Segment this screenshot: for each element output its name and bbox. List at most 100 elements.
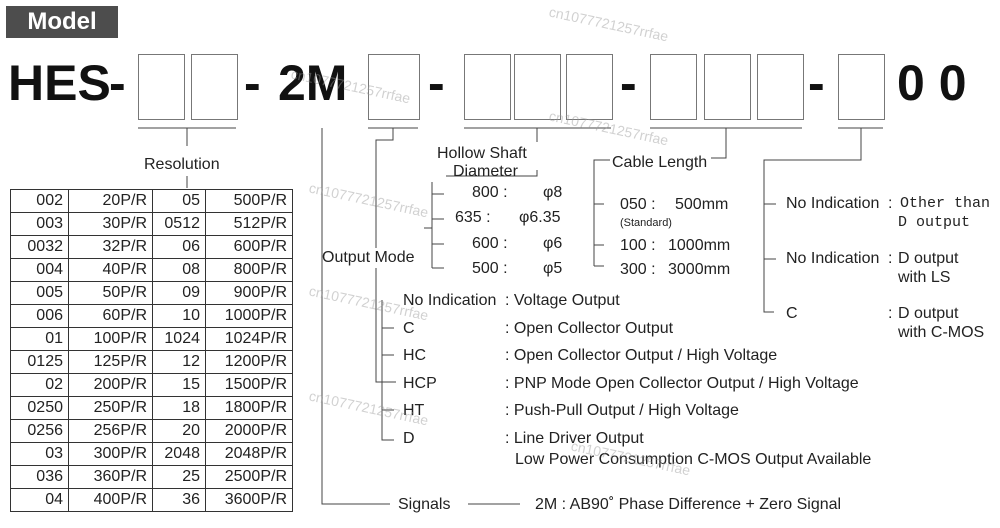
model-badge: Model xyxy=(6,6,118,38)
output-mode-desc: : Line Driver Output xyxy=(505,430,644,447)
resolution-code: 1024 xyxy=(152,327,206,351)
cable-length-title: Cable Length xyxy=(612,154,708,171)
output-mode-code: D xyxy=(403,430,415,447)
resolution-code: 005 xyxy=(10,281,69,305)
output-mode-desc: : Push-Pull Output / High Voltage xyxy=(505,402,739,419)
shaft-box-1 xyxy=(464,54,511,120)
code-dash-1: - xyxy=(109,55,126,111)
resolution-code: 09 xyxy=(152,281,206,305)
option-item-desc: with LS xyxy=(898,269,951,286)
output-mode-title: Output Mode xyxy=(322,249,415,266)
resolution-value: 40P/R xyxy=(68,258,153,282)
code-dash-2: - xyxy=(244,55,261,111)
resolution-code: 0256 xyxy=(10,419,69,443)
resolution-value: 3600P/R xyxy=(205,488,293,512)
option-item-sep: : xyxy=(888,250,893,267)
resolution-value: 800P/R xyxy=(205,258,293,282)
cable-item-code: 100 : xyxy=(620,237,656,254)
option-item-desc: D output xyxy=(898,305,959,322)
resolution-value: 60P/R xyxy=(68,304,153,328)
output-mode-note: Low Power Consumption C-MOS Output Avail… xyxy=(515,451,872,468)
resolution-value: 2048P/R xyxy=(205,442,293,466)
resolution-value: 50P/R xyxy=(68,281,153,305)
resolution-value: 32P/R xyxy=(68,235,153,259)
signal-code: 2M xyxy=(278,55,348,111)
option-item-desc: with C-MOS xyxy=(898,324,985,341)
shaft-box-3 xyxy=(566,54,613,120)
cable-item-value: 3000mm xyxy=(668,261,731,278)
resolution-code: 02 xyxy=(10,373,69,397)
resolution-code: 0125 xyxy=(10,350,69,374)
resolution-code: 004 xyxy=(10,258,69,282)
model-prefix: HES xyxy=(8,55,111,111)
resolution-value: 900P/R xyxy=(205,281,293,305)
resolution-value: 1500P/R xyxy=(205,373,293,397)
resolution-box-2 xyxy=(191,54,238,120)
cable-box-1 xyxy=(650,54,697,120)
resolution-value: 600P/R xyxy=(205,235,293,259)
resolution-code: 01 xyxy=(10,327,69,351)
output-mode-code: HCP xyxy=(403,375,437,392)
resolution-code: 05 xyxy=(152,189,206,213)
shaft-item-code: 800 : xyxy=(472,184,508,201)
resolution-value: 200P/R xyxy=(68,373,153,397)
resolution-code: 18 xyxy=(152,396,206,420)
option-item-sep: : xyxy=(888,195,893,212)
resolution-box-1 xyxy=(138,54,185,120)
option-item-sep: : xyxy=(888,305,893,322)
resolution-value: 1800P/R xyxy=(205,396,293,420)
option-item-desc: D output xyxy=(898,250,959,267)
output-mode-desc: : Open Collector Output / High Voltage xyxy=(505,347,778,364)
cable-box-3 xyxy=(757,54,804,120)
option-item-code: C xyxy=(786,305,798,322)
resolution-code: 03 xyxy=(10,442,69,466)
option-item-desc: D output xyxy=(898,214,971,231)
option-item-code: No Indication xyxy=(786,195,880,212)
code-dash-3: - xyxy=(428,55,445,111)
hollow-shaft-subtitle: Diameter xyxy=(453,163,518,180)
resolution-code: 0250 xyxy=(10,396,69,420)
resolution-code: 36 xyxy=(152,488,206,512)
code-dash-5: - xyxy=(808,55,825,111)
option-box xyxy=(838,54,885,120)
resolution-code: 06 xyxy=(152,235,206,259)
shaft-item-value: φ8 xyxy=(543,184,563,201)
resolution-value: 1200P/R xyxy=(205,350,293,374)
output-mode-box xyxy=(368,54,420,120)
resolution-code: 08 xyxy=(152,258,206,282)
output-mode-desc: : Open Collector Output xyxy=(505,320,674,337)
model-suffix: 0 0 xyxy=(897,55,967,111)
option-item-code: No Indication xyxy=(786,250,880,267)
shaft-item-value: φ6 xyxy=(543,235,563,252)
resolution-value: 360P/R xyxy=(68,465,153,489)
shaft-item-value: φ6.35 xyxy=(519,209,561,226)
resolution-value: 125P/R xyxy=(68,350,153,374)
resolution-code: 04 xyxy=(10,488,69,512)
cable-box-2 xyxy=(704,54,751,120)
cable-item-value: 1000mm xyxy=(668,237,731,254)
resolution-value: 400P/R xyxy=(68,488,153,512)
resolution-value: 2000P/R xyxy=(205,419,293,443)
resolution-value: 1000P/R xyxy=(205,304,293,328)
resolution-label: Resolution xyxy=(144,156,220,173)
resolution-code: 15 xyxy=(152,373,206,397)
resolution-code: 25 xyxy=(152,465,206,489)
resolution-value: 500P/R xyxy=(205,189,293,213)
resolution-code: 036 xyxy=(10,465,69,489)
resolution-value: 512P/R xyxy=(205,212,293,236)
shaft-item-value: φ5 xyxy=(543,260,563,277)
resolution-value: 1024P/R xyxy=(205,327,293,351)
resolution-code: 20 xyxy=(152,419,206,443)
